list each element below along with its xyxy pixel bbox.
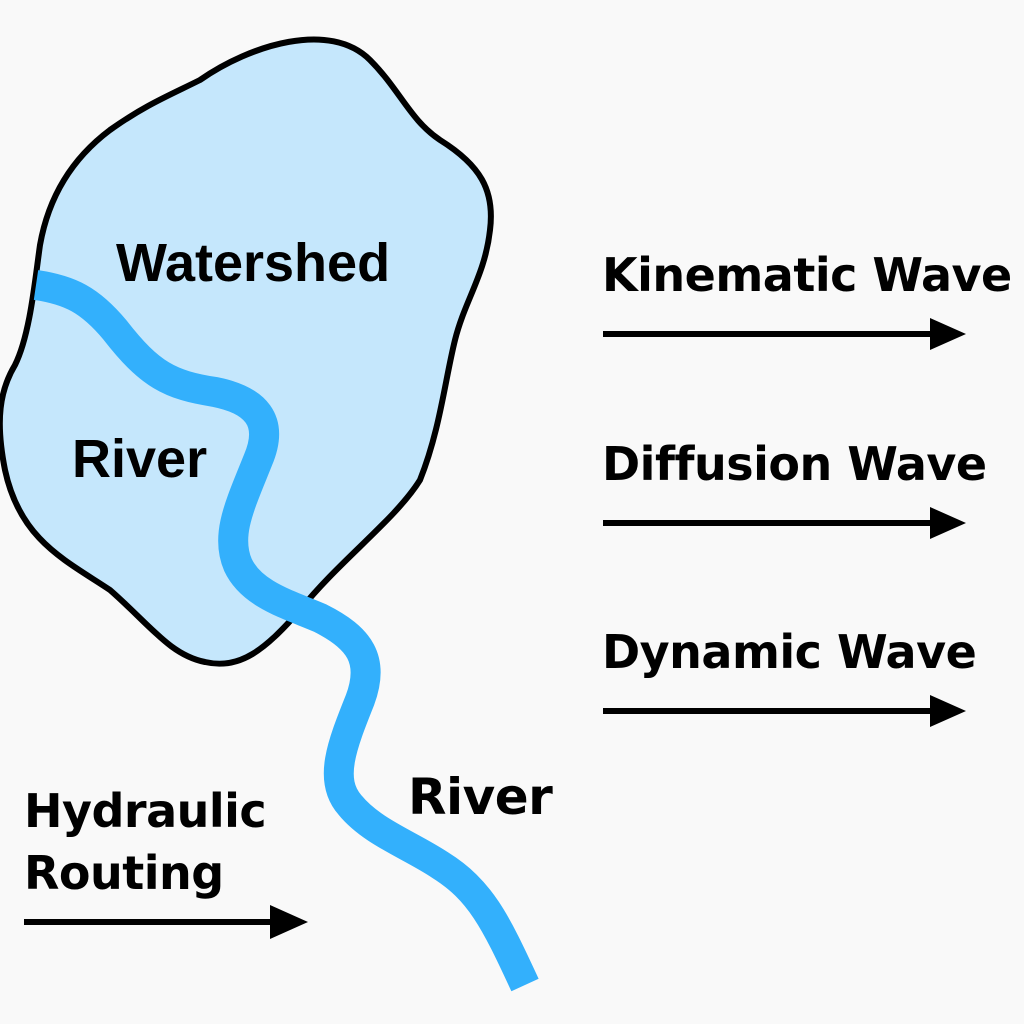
right-arrow-icon <box>270 905 308 939</box>
dynamic-wave-label: Dynamic Wave <box>602 625 977 679</box>
watershed-area <box>0 36 494 667</box>
hydraulic-routing-arrow <box>24 905 308 939</box>
right-arrow-icon <box>930 695 966 727</box>
right-arrow-icon <box>930 507 966 539</box>
hydraulic-routing-label-line1: Hydraulic <box>24 784 267 838</box>
river-label-lower: River <box>408 768 553 826</box>
hydraulic-routing-label-line2: Routing <box>24 846 224 900</box>
dynamic-wave-arrow <box>603 695 966 727</box>
right-arrow-icon <box>930 318 966 350</box>
diffusion-wave-label: Diffusion Wave <box>602 437 987 491</box>
kinematic-wave-label: Kinematic Wave <box>602 248 1012 302</box>
kinematic-wave-arrow <box>603 318 966 350</box>
river-label-upper: River <box>72 429 208 489</box>
river-channel <box>33 270 539 992</box>
watershed-label: Watershed <box>116 233 391 293</box>
diffusion-wave-arrow <box>603 507 966 539</box>
